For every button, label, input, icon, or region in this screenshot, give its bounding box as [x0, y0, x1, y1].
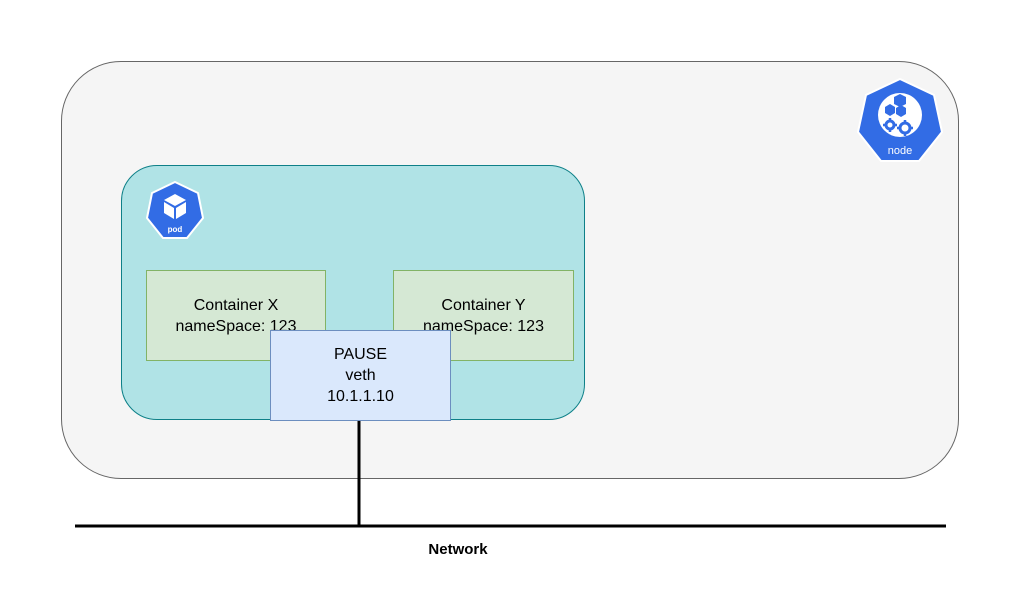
container-x-namespace: nameSpace: 123 [175, 317, 297, 335]
network-label: Network [428, 541, 488, 558]
pod-icon-label: pod [168, 225, 183, 234]
pause-title: PAUSE [333, 346, 388, 363]
kubernetes-node-icon: node [856, 77, 944, 163]
pause-veth: veth [345, 367, 376, 384]
node-icon-label: node [888, 145, 912, 157]
pause-container-box: PAUSE veth 10.1.1.10 [270, 330, 451, 421]
pause-ip-address: 10.1.1.10 [327, 388, 394, 405]
container-x-name: Container X [193, 296, 279, 314]
container-y-namespace: nameSpace: 123 [423, 317, 544, 335]
container-y-name: Container Y [441, 296, 526, 314]
kubernetes-pod-icon: pod [145, 180, 205, 239]
